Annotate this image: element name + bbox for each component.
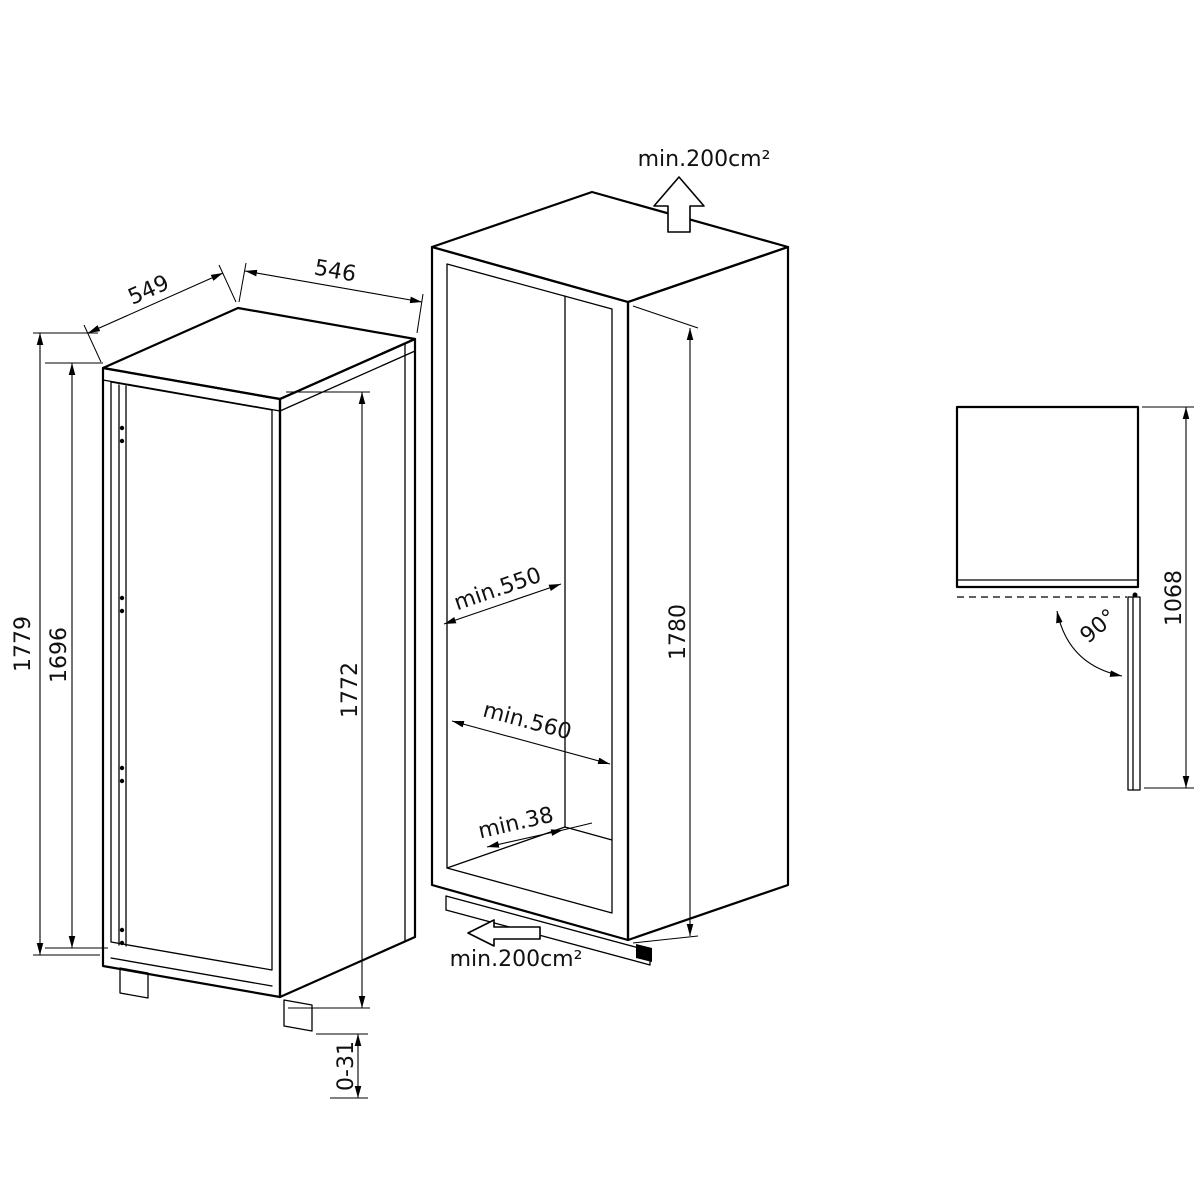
- airflow-up-arrow: [653, 176, 705, 233]
- dimension-niche-height: 1780: [632, 305, 699, 944]
- dimension-top-depth: 549: [83, 264, 237, 363]
- niche-bottom-vent-strip: [445, 895, 652, 966]
- dim-niche-height-label: 1780: [666, 604, 691, 660]
- dim-niche-depth-label: min.550: [451, 563, 545, 616]
- dim-rear-gap-label: min.38: [476, 803, 556, 845]
- appliance-feet: [119, 967, 313, 1032]
- door-angle-label: 90°: [1076, 605, 1122, 649]
- dimension-door-height: 1696: [45, 362, 108, 949]
- dimension-rear-gap: min.38: [476, 803, 593, 848]
- door-swing-top-view: 90° 1068: [955, 405, 1194, 791]
- dim-feet-range-label: 0-31: [334, 1041, 359, 1091]
- dim-top-width-label: 546: [312, 256, 358, 288]
- dim-overall-height-label: 1779: [11, 616, 36, 672]
- appliance-isometric-view: 549 546 1779 1696 1772: [11, 256, 424, 1099]
- niche-outline: [430, 190, 790, 942]
- dimension-niche-width: min.560: [451, 698, 611, 765]
- appliance-door-panel: [110, 381, 273, 987]
- dim-body-height-label: 1772: [338, 662, 363, 718]
- cabinet-top-view-outline: [955, 405, 1140, 598]
- niche-isometric-view: min.200cm² min.200cm² min.550 min.560 mi…: [430, 147, 790, 972]
- dimension-niche-depth: min.550: [443, 563, 562, 625]
- dimension-feet-range: 0-31: [316, 1033, 368, 1099]
- open-door: [1127, 592, 1141, 791]
- dim-door-height-label: 1696: [47, 627, 72, 683]
- appliance-outline: [101, 306, 417, 999]
- dim-niche-width-label: min.560: [480, 698, 574, 746]
- airflow-left-arrow: [467, 919, 541, 947]
- bottom-vent-label: min.200cm²: [450, 947, 583, 972]
- top-vent-label: min.200cm²: [638, 147, 771, 172]
- niche-top-vent: min.200cm²: [638, 147, 771, 233]
- door-swing-arc: 90°: [1056, 605, 1123, 677]
- dim-top-depth-label: 549: [125, 271, 174, 311]
- dim-door-clearance-label: 1068: [1162, 570, 1187, 626]
- dimension-overall-height: 1779: [11, 332, 100, 956]
- dimension-top-width: 546: [238, 256, 424, 334]
- dimension-body-height: 1772: [286, 391, 370, 1009]
- dimension-door-clearance: 1068: [1142, 406, 1194, 789]
